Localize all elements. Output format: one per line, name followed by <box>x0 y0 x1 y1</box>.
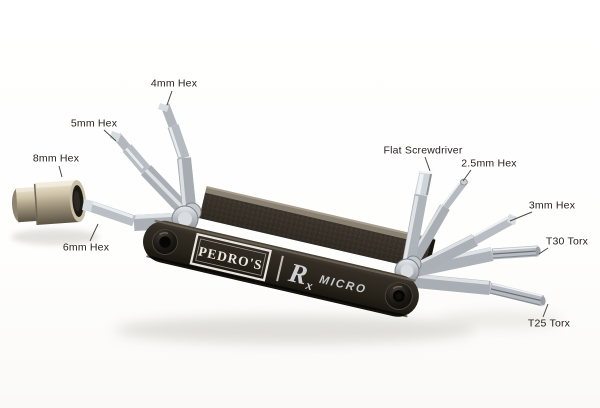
label-flat-screwdriver: Flat Screwdriver <box>383 144 463 157</box>
right-tools <box>394 170 546 307</box>
socket-8mm-hex <box>11 180 87 225</box>
leader-5mm-hex <box>103 129 117 142</box>
handle-front-bar: PEDRO'S R x MICRO <box>143 219 419 318</box>
pivot-bolt-right <box>384 281 413 310</box>
logo-divider <box>276 255 284 282</box>
label-6mm-hex: 6mm Hex <box>62 241 110 254</box>
label-8mm-hex: 8mm Hex <box>32 152 80 165</box>
leader-lines <box>58 90 549 318</box>
leader-t30-torx <box>538 247 549 255</box>
handle-back-bar <box>199 185 436 271</box>
label-3mm-hex: 3mm Hex <box>528 199 576 212</box>
leader-8mm-hex <box>58 165 63 178</box>
cast-shadows <box>11 229 562 344</box>
label-5mm-hex: 5mm Hex <box>70 117 118 130</box>
label-2-5mm-hex: 2.5mm Hex <box>461 157 517 170</box>
label-t30-torx: T30 Torx <box>545 235 589 248</box>
leader-2-5mm-hex <box>462 169 472 182</box>
leader-flat-screwdriver <box>424 156 431 172</box>
leader-4mm-hex <box>166 90 173 106</box>
label-4mm-hex: 4mm Hex <box>150 77 198 90</box>
tool-t25-torx <box>405 273 546 307</box>
leader-t25-torx <box>542 303 549 318</box>
label-t25-torx: T25 Torx <box>527 317 571 330</box>
leader-3mm-hex <box>509 211 533 222</box>
leader-6mm-hex <box>89 223 99 242</box>
pivot-bolt-left <box>152 229 178 255</box>
model-x: x <box>303 277 314 293</box>
